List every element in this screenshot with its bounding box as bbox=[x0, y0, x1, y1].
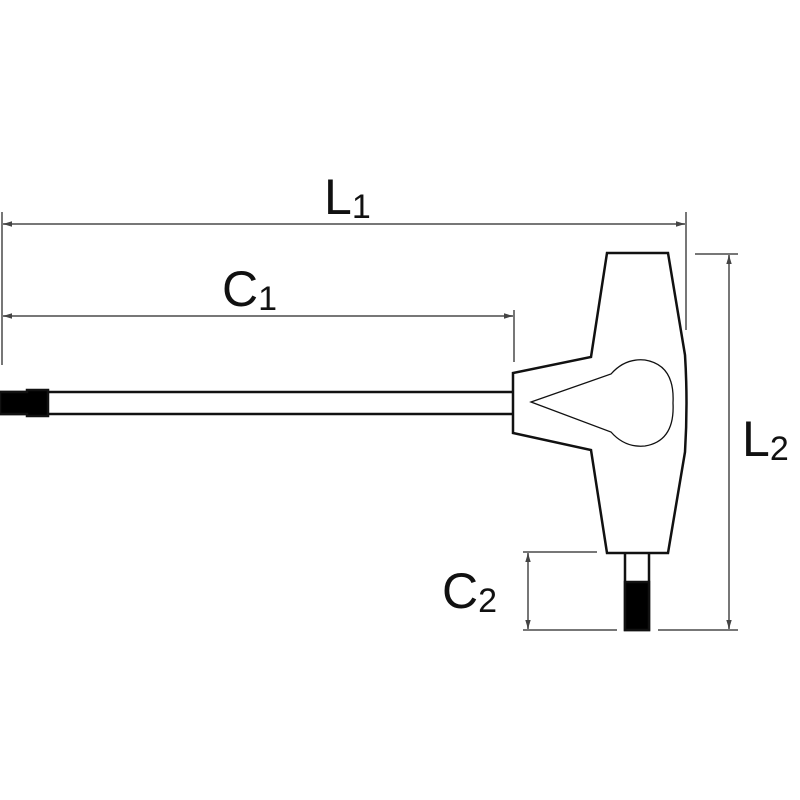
tool bbox=[0, 251, 688, 632]
short-shaft-hex-tip bbox=[623, 580, 651, 632]
label-c1: C1 bbox=[222, 261, 278, 318]
label-c2: C2 bbox=[442, 563, 498, 620]
long-shaft bbox=[0, 390, 516, 416]
dimension-lines bbox=[1, 212, 738, 631]
label-l2: L2 bbox=[742, 411, 789, 468]
long-shaft-hex-tip bbox=[0, 388, 50, 418]
label-l1: L1 bbox=[324, 169, 371, 226]
handle-grip-recess bbox=[529, 359, 674, 447]
